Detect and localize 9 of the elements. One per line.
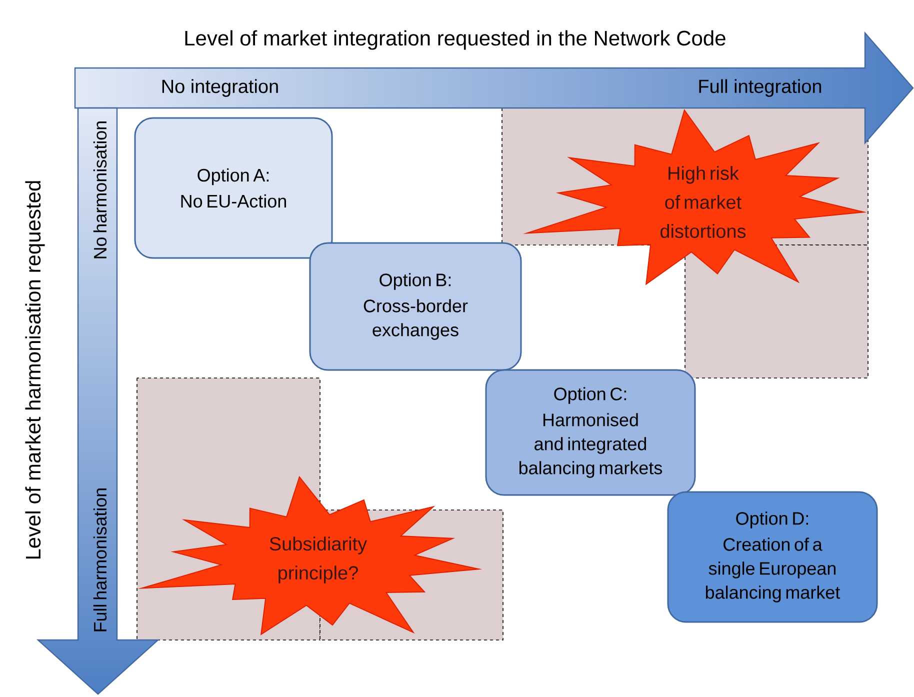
axis-label: No integration [162,79,278,97]
axis-label: No harmonisation [93,122,107,258]
axis-label: Full harmonisation [93,488,107,632]
axis-title: Level of market harmonisation requested [25,181,45,559]
option-box: Option C: Harmonised and integrated balancing markets [485,369,696,496]
axis-title: Level of market integration requested in the Network Code [185,30,726,50]
option-box: Option A: No EU-Action [134,117,333,259]
option-box: Option B: Cross-border exchanges [309,242,522,371]
option-box: Option D: Creation of a single European balancing market [667,491,878,623]
